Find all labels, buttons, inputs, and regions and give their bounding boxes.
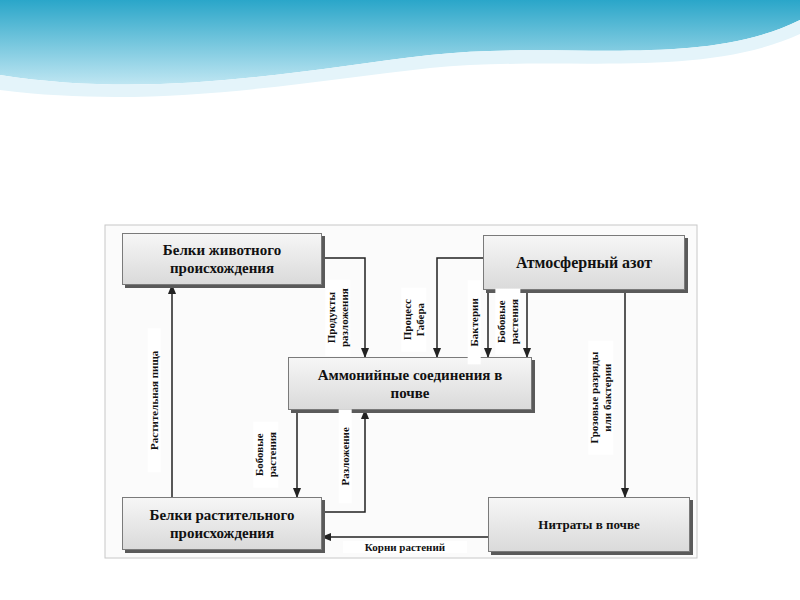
edge-label: Разложение [339, 409, 352, 503]
process-box: Белки животного происхождения [122, 233, 322, 285]
flow-arrow [487, 290, 489, 357]
process-box: Белки растительного происхождения [122, 497, 322, 550]
edge-label: Процесс Габера [401, 288, 426, 352]
edge-label: Корни растений [343, 541, 467, 554]
flow-arrow [624, 290, 626, 497]
edge-label: Бобовые растения [495, 289, 520, 355]
edge-label: Продукты разложения [325, 280, 350, 356]
edge-label: Грозовые разряды или бактерии [588, 341, 613, 455]
flow-arrow [526, 290, 528, 357]
box-text: Белки растительного происхождения [133, 506, 311, 542]
process-box: Аммонийные соединения в почве [288, 357, 532, 410]
flow-arrow [322, 258, 365, 357]
edge-label: Бактерии [468, 280, 481, 364]
flow-arrow [296, 410, 298, 497]
flow-arrow [171, 285, 173, 497]
header-wave [0, 0, 800, 85]
edge-label: Бобовые растения [253, 422, 278, 488]
flow-arrow [322, 536, 488, 538]
edge-label: Растительная пища [148, 328, 161, 472]
header-wave-light [0, 20, 800, 97]
box-text: Белки животного происхождения [133, 241, 311, 277]
box-text: Нитраты в почве [538, 517, 639, 533]
diagram-frame [105, 225, 697, 558]
box-text: Атмосферный азот [516, 253, 652, 272]
process-box: Нитраты в почве [488, 497, 690, 552]
box-text: Аммонийные соединения в почве [299, 366, 521, 402]
process-box: Атмосферный азот [483, 235, 685, 290]
